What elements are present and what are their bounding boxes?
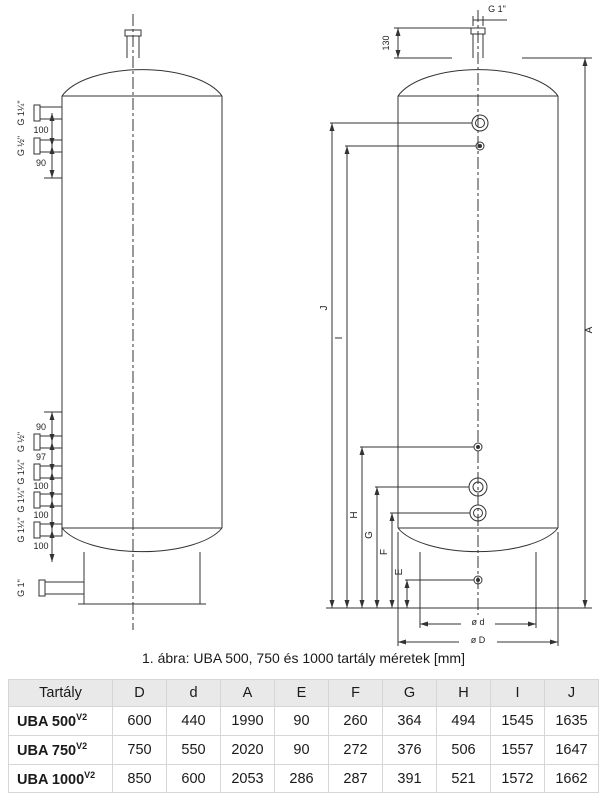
table-row: UBA 750V2 750 550 2020 90 272 376 506 15… xyxy=(8,734,599,765)
table-cell: 1647 xyxy=(544,734,599,765)
col-header-H: H xyxy=(436,679,491,707)
table-cell: 286 xyxy=(274,763,329,794)
col-header-I: I xyxy=(490,679,545,707)
port-label: G 1¼" xyxy=(16,100,26,125)
nozzle-label: G 1" xyxy=(488,4,506,14)
diameter-dimensions: ø d ø D xyxy=(397,532,559,646)
dim-value: 100 xyxy=(33,481,48,491)
table-cell: 600 xyxy=(112,706,167,736)
figure-caption: 1. ábra: UBA 500, 750 és 1000 tartály mé… xyxy=(142,650,465,666)
table-cell: 440 xyxy=(166,706,221,736)
col-header-d: d xyxy=(166,679,221,707)
dim-value: 97 xyxy=(36,452,46,462)
left-tank-port-labels: G 1¼" G ½" G ½" G 1¼" G 1¼" G 1¼" G 1" xyxy=(16,100,26,596)
dim-label-h: H xyxy=(349,511,360,518)
dim-label-j: J xyxy=(319,306,330,311)
dim-label-e: E xyxy=(394,568,405,575)
right-tank-dimension-lines xyxy=(326,57,592,609)
table-cell: 550 xyxy=(166,734,221,765)
table-cell: 1572 xyxy=(490,763,545,794)
port-label: G ½" xyxy=(16,136,26,156)
port-label: G 1¼" xyxy=(16,487,26,512)
table-row: UBA 1000V2 850 600 2053 286 287 391 521 … xyxy=(8,763,599,794)
dim-value: 90 xyxy=(36,422,46,432)
col-header-A: A xyxy=(220,679,275,707)
dim-value: 100 xyxy=(33,510,48,520)
col-header-J: J xyxy=(544,679,599,707)
table-cell: 2053 xyxy=(220,763,275,794)
col-header-E: E xyxy=(274,679,329,707)
tank-name-cell: UBA 500V2 xyxy=(8,706,113,736)
table-cell: 90 xyxy=(274,734,329,765)
port-label: G ½" xyxy=(16,432,26,452)
right-tank-outline xyxy=(397,10,559,616)
nozzle-callout: G 1" xyxy=(472,4,507,26)
dim-label-i: I xyxy=(334,337,345,340)
dim-value-130: 130 xyxy=(381,35,391,50)
table-cell: 272 xyxy=(328,734,383,765)
col-header-D: D xyxy=(112,679,167,707)
table-cell: 287 xyxy=(328,763,383,794)
variant-superscript: V2 xyxy=(76,712,88,722)
right-tank-dimension-labels: A J I H G F E xyxy=(319,306,595,576)
dim-value: 100 xyxy=(33,125,48,135)
dimension-table-wrapper: Tartály D d A E F G H I J UBA 500V2 600 … xyxy=(0,666,607,794)
table-cell: 600 xyxy=(166,763,221,794)
col-header-tartaly: Tartály xyxy=(8,679,113,707)
left-tank-dimension-lines xyxy=(44,113,62,562)
table-row: UBA 500V2 600 440 1990 90 260 364 494 15… xyxy=(8,706,599,736)
col-header-F: F xyxy=(328,679,383,707)
tank-dimension-drawing: G 1¼" G ½" G ½" G 1¼" G 1¼" G 1¼" G 1" 1… xyxy=(16,4,595,646)
port-label: G 1¼" xyxy=(16,459,26,484)
table-cell: 364 xyxy=(382,706,437,736)
table-cell: 260 xyxy=(328,706,383,736)
port-label: G 1¼" xyxy=(16,517,26,542)
dim-label-d-big: ø D xyxy=(471,635,486,645)
dim-label-f: F xyxy=(379,549,390,555)
table-cell: 1635 xyxy=(544,706,599,736)
table-cell: 1990 xyxy=(220,706,275,736)
table-cell: 2020 xyxy=(220,734,275,765)
table-cell: 750 xyxy=(112,734,167,765)
table-cell: 376 xyxy=(382,734,437,765)
dim-value: 90 xyxy=(36,158,46,168)
tank-name-cell: UBA 750V2 xyxy=(8,734,113,765)
dim-value: 100 xyxy=(33,541,48,551)
nozzle-height-dimension: 130 xyxy=(381,27,471,59)
table-cell: 1557 xyxy=(490,734,545,765)
table-cell: 521 xyxy=(436,763,491,794)
table-cell: 1545 xyxy=(490,706,545,736)
dimension-table: Tartály D d A E F G H I J UBA 500V2 600 … xyxy=(8,679,599,794)
port-label: G 1" xyxy=(16,579,26,597)
left-tank-ports xyxy=(33,104,85,597)
dim-label-g: G xyxy=(364,531,375,539)
col-header-G: G xyxy=(382,679,437,707)
dim-label-a: A xyxy=(584,326,595,333)
table-cell: 494 xyxy=(436,706,491,736)
table-cell: 506 xyxy=(436,734,491,765)
left-tank-dimension-values: 100 90 90 97 100 100 100 xyxy=(33,125,48,551)
table-cell: 1662 xyxy=(544,763,599,794)
table-cell: 391 xyxy=(382,763,437,794)
variant-superscript: V2 xyxy=(84,769,96,780)
table-header-row: Tartály D d A E F G H I J xyxy=(8,679,599,707)
dim-label-d-small: ø d xyxy=(471,617,484,627)
tank-name-cell: UBA 1000V2 xyxy=(8,763,113,794)
table-cell: 850 xyxy=(112,763,167,794)
variant-superscript: V2 xyxy=(76,740,88,751)
left-tank-outline xyxy=(61,14,223,630)
table-cell: 90 xyxy=(274,706,329,736)
